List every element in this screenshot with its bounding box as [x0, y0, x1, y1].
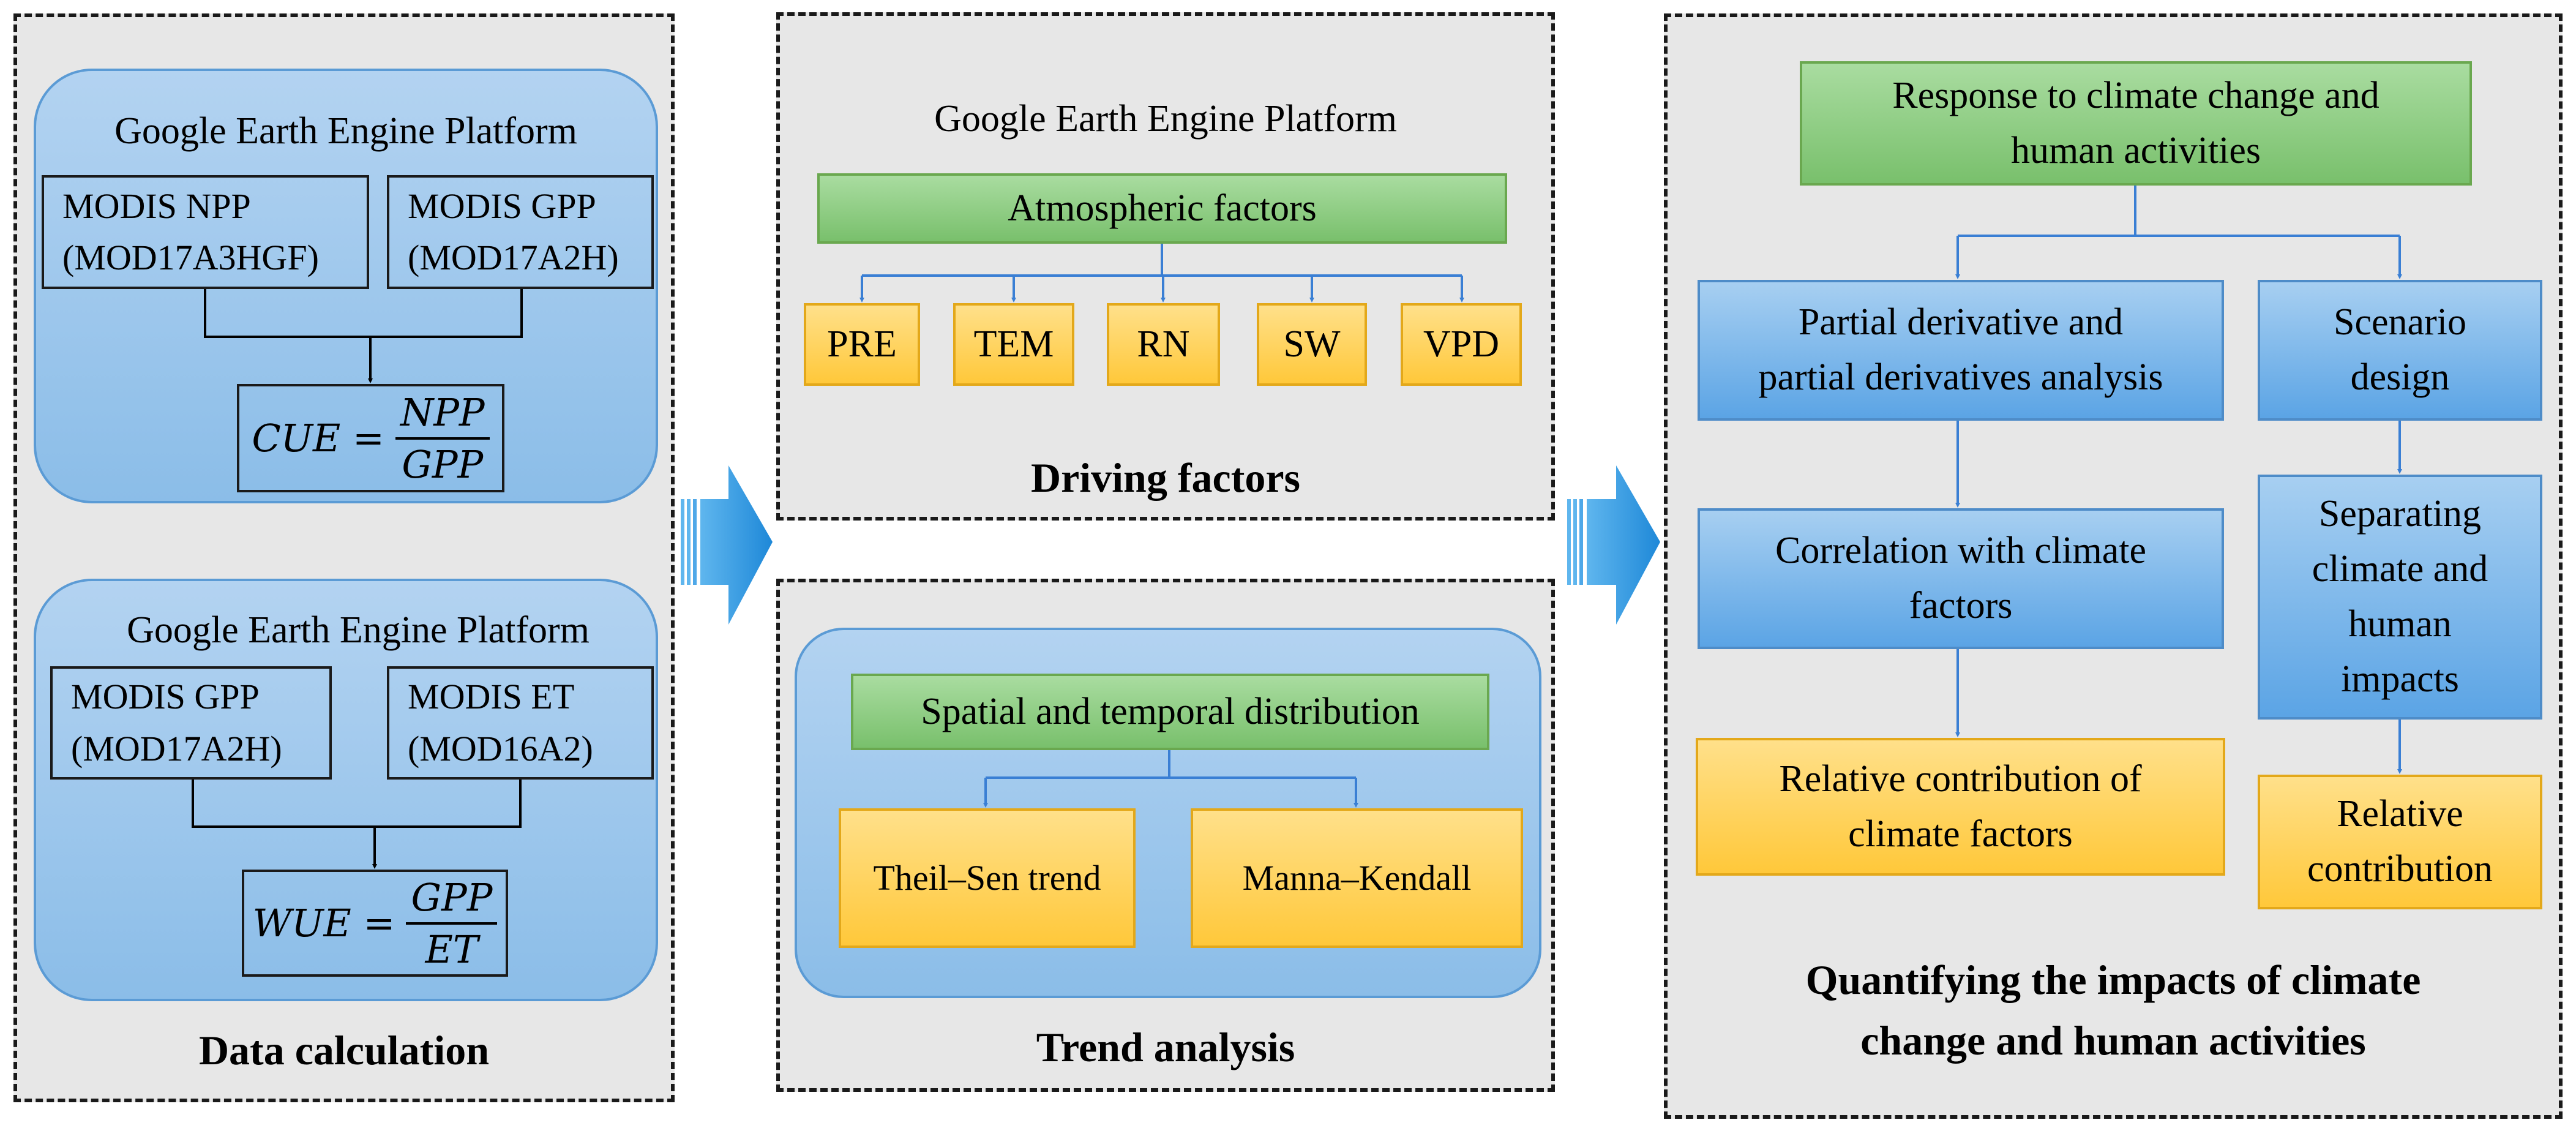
relative-line-2: contribution: [2307, 848, 2493, 890]
modis-gpp-box-1: MODIS GPP (MOD17A2H): [387, 175, 654, 289]
relative-contribution-climate-box: Relative contribution of climate factors: [1696, 738, 2225, 876]
wue-group: [34, 579, 658, 1001]
scenario-design-box: Scenario design: [2258, 280, 2542, 421]
factor-pre: PRE: [804, 303, 920, 386]
wue-fraction: GPP ET: [406, 875, 498, 972]
separating-line-1: Separating: [2318, 493, 2482, 535]
correlation-line-2: factors: [1909, 585, 2013, 626]
relcontrib-line-1: Relative contribution of: [1779, 757, 2142, 800]
factor-rn: RN: [1107, 303, 1220, 386]
atmospheric-factors-box: Atmospheric factors: [817, 173, 1507, 244]
cue-lhs: CUE =: [252, 416, 384, 460]
modis-gpp-name-1: MODIS GPP: [408, 186, 596, 226]
separating-line-4: impacts: [2341, 658, 2459, 700]
separating-line-3: human: [2348, 603, 2452, 645]
modis-npp-code: (MOD17A3HGF): [62, 238, 319, 277]
wue-formula: WUE = GPP ET: [242, 870, 508, 977]
separating-box: Separating climate and human impacts: [2258, 475, 2542, 720]
quantifying-title: Quantifying the impacts of climate chang…: [1664, 943, 2563, 1078]
mann-kendall-box: Manna–Kendall: [1191, 808, 1523, 948]
scenario-line-2: design: [2350, 356, 2450, 398]
gee-platform-label-2: Google Earth Engine Platform: [127, 609, 590, 652]
wue-connector: [192, 780, 522, 869]
gee-platform-label-3: Google Earth Engine Platform: [934, 98, 1397, 140]
modis-et-code: (MOD16A2): [408, 728, 593, 769]
cue-denominator: GPP: [402, 442, 484, 487]
cue-numerator: NPP: [395, 390, 490, 440]
flow-arrow-1: [681, 465, 773, 625]
scenario-line-1: Scenario: [2334, 301, 2466, 344]
quantify-connector: [1955, 186, 2402, 774]
factor-sw: SW: [1257, 303, 1367, 386]
gee-platform-label-1: Google Earth Engine Platform: [114, 110, 577, 152]
modis-gpp-name-2: MODIS GPP: [71, 677, 260, 717]
spatial-connector: [983, 750, 1358, 808]
driving-factors-panel: [776, 12, 1555, 521]
separating-line-2: climate and: [2312, 548, 2488, 590]
modis-npp-name: MODIS NPP: [62, 186, 251, 226]
theil-sen-box: Theil–Sen trend: [839, 808, 1136, 948]
response-box: Response to climate change and human act…: [1800, 61, 2472, 186]
response-line-1: Response to climate change and: [1892, 74, 2379, 116]
correlation-box: Correlation with climate factors: [1698, 508, 2224, 649]
partial-derivative-box: Partial derivative and partial derivativ…: [1698, 280, 2224, 421]
modis-et-box: MODIS ET (MOD16A2): [387, 666, 654, 780]
modis-et-name: MODIS ET: [408, 677, 575, 717]
data-calculation-title: Data calculation: [198, 1026, 490, 1073]
cue-connector: [204, 289, 523, 383]
factor-vpd: VPD: [1401, 303, 1522, 386]
trend-analysis-title: Trend analysis: [1036, 1023, 1295, 1070]
partial-line-1: Partial derivative and: [1798, 301, 2124, 344]
flow-arrow-2: [1567, 465, 1660, 625]
quantifying-title-line-2: change and human activities: [1860, 1017, 2366, 1064]
cue-group: [34, 69, 658, 503]
correlation-line-1: Correlation with climate: [1775, 530, 2147, 572]
cue-formula: CUE = NPP GPP: [237, 384, 504, 492]
wue-numerator: GPP: [406, 875, 498, 925]
modis-gpp-code-2: (MOD17A2H): [71, 728, 282, 769]
response-line-2: human activities: [2010, 129, 2261, 171]
relcontrib-line-2: climate factors: [1848, 813, 2073, 855]
factor-tem: TEM: [953, 303, 1074, 386]
driving-factors-title: Driving factors: [1030, 454, 1300, 501]
atmospheric-connector: [859, 244, 1464, 303]
relative-contribution-box: Relative contribution: [2258, 775, 2542, 909]
partial-line-2: partial derivatives analysis: [1758, 356, 2163, 398]
modis-gpp-box-2: MODIS GPP (MOD17A2H): [50, 666, 332, 780]
wue-lhs: WUE =: [252, 901, 395, 945]
modis-gpp-code-1: (MOD17A2H): [408, 238, 619, 277]
relative-line-1: Relative: [2337, 793, 2463, 835]
quantifying-title-line-1: Quantifying the impacts of climate: [1805, 957, 2421, 1004]
modis-npp-box: MODIS NPP (MOD17A3HGF): [42, 175, 369, 289]
wue-denominator: ET: [425, 927, 479, 972]
spatial-temporal-box: Spatial and temporal distribution: [851, 674, 1489, 750]
cue-fraction: NPP GPP: [395, 390, 490, 487]
